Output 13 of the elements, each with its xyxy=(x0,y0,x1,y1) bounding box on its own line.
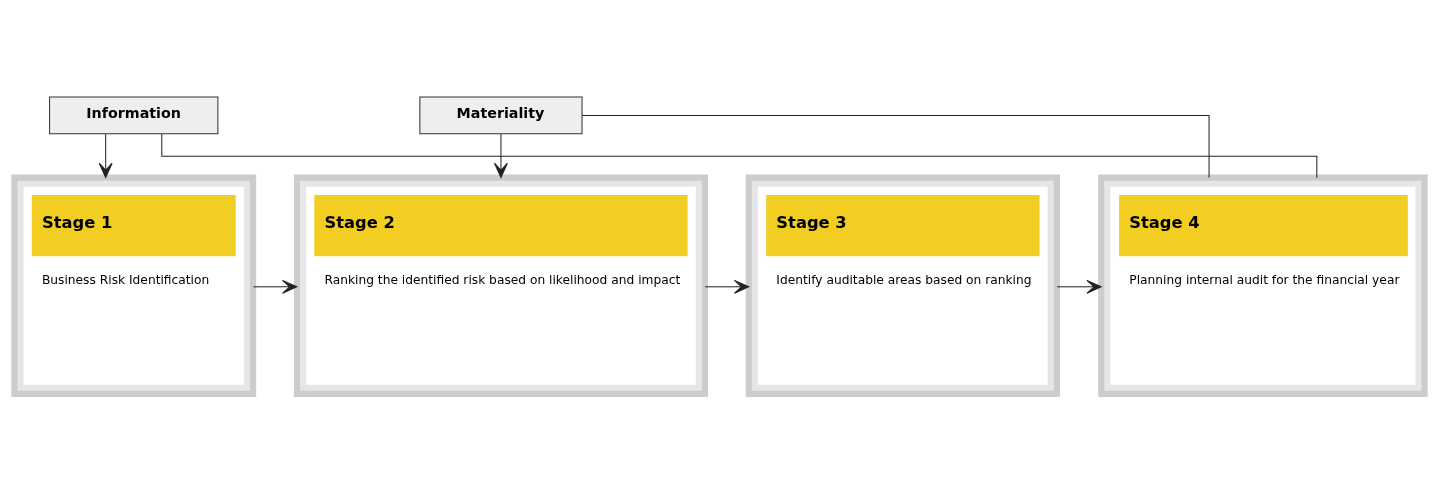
connector xyxy=(161,132,1318,178)
connector xyxy=(581,114,1210,178)
node-box: Stage 1 Business Risk Identification xyxy=(11,174,257,397)
node-box: Stage 3 Identify auditable areas based on ranking xyxy=(745,174,1060,397)
node-box: Stage 4 Planning internal audit for the financial year xyxy=(1098,174,1428,397)
arrow xyxy=(494,133,508,178)
node-box: Materiality xyxy=(419,96,583,134)
node-box: Stage 2 Ranking the identified risk based on likelihood and impact xyxy=(293,174,708,397)
arrow xyxy=(98,133,113,178)
arrow xyxy=(1056,279,1102,294)
arrow xyxy=(704,279,750,294)
node-box: Information xyxy=(49,96,219,134)
arrow xyxy=(252,279,298,294)
